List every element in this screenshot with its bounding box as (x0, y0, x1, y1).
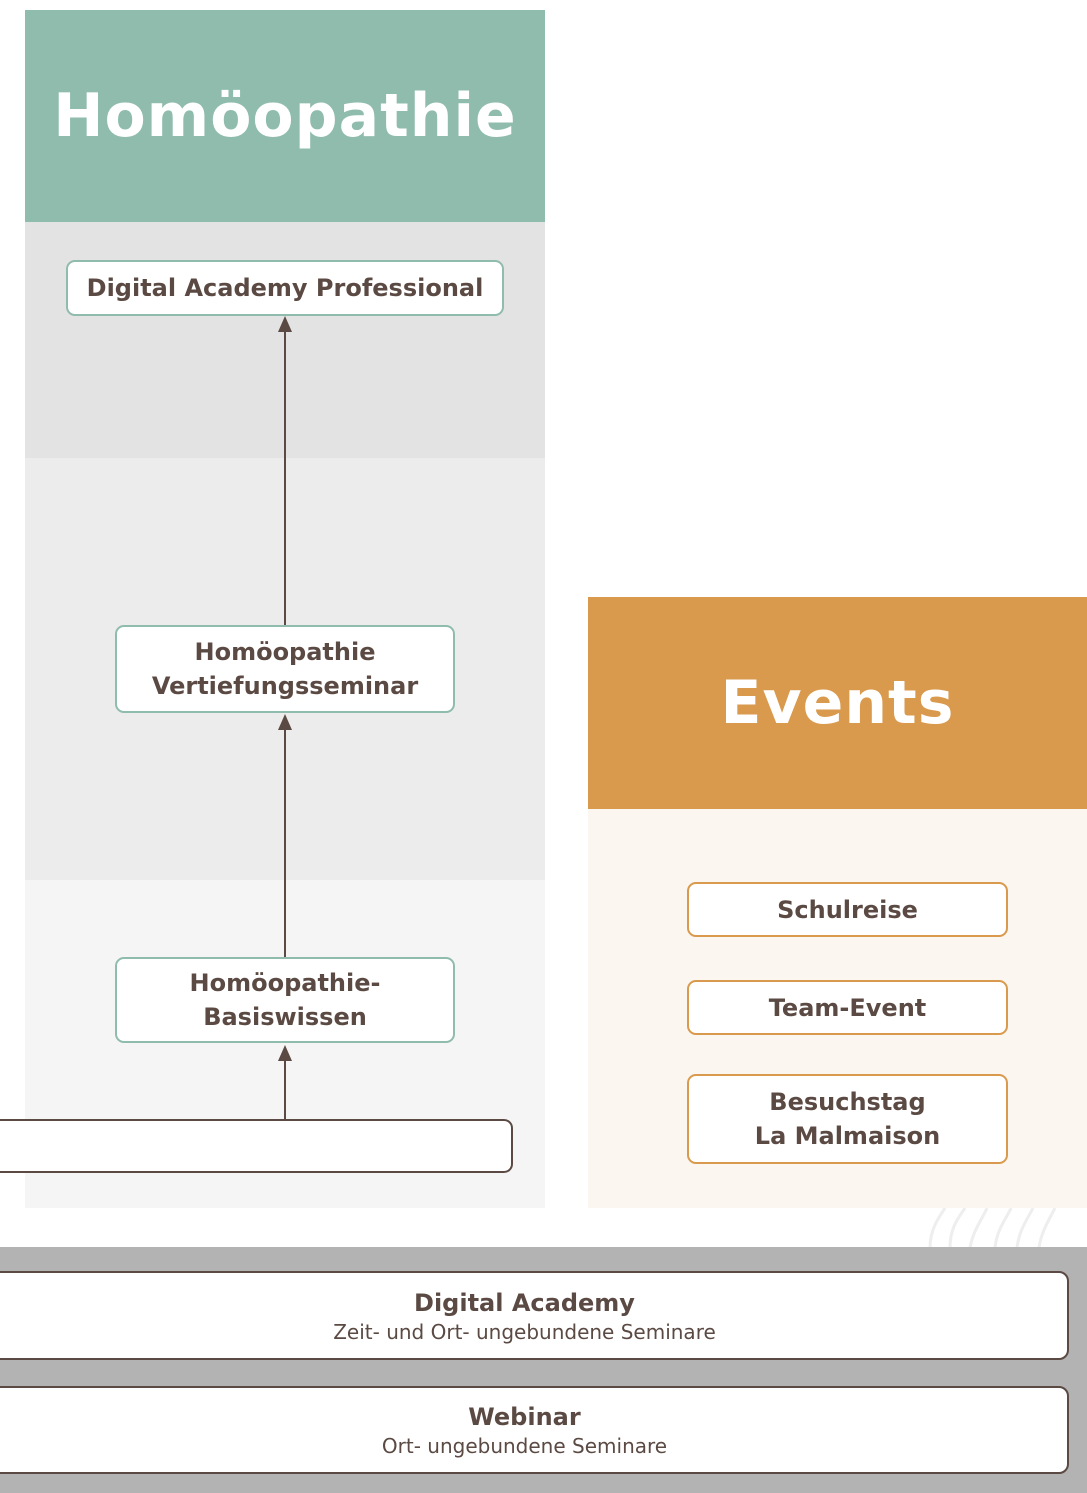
node-homoeopathie-basiswissen[interactable]: Homöopathie- Basiswissen (115, 957, 455, 1043)
node-besuchstag-la-malmaison[interactable]: Besuchstag La Malmaison (687, 1074, 1008, 1164)
node-label: Schulreise (777, 895, 918, 924)
node-label-line-1: Besuchstag (769, 1088, 926, 1116)
node-entry-empty[interactable] (0, 1119, 513, 1173)
homoeopathie-title: Homöopathie (53, 81, 517, 151)
node-digital-academy-professional[interactable]: Digital Academy Professional (66, 260, 504, 316)
node-team-event[interactable]: Team-Event (687, 980, 1008, 1035)
homoeopathie-header (25, 10, 545, 222)
bar-title: Digital Academy (414, 1288, 635, 1317)
events-title: Events (720, 668, 955, 738)
node-label-line-1: Homöopathie (194, 638, 376, 666)
bar-subtitle: Ort- ungebundene Seminare (381, 1434, 668, 1458)
events-header (588, 597, 1087, 809)
node-label-line-2: La Malmaison (754, 1122, 941, 1150)
bar-subtitle: Zeit- und Ort- ungebundene Seminare (333, 1319, 716, 1344)
digital-academy-bar[interactable]: Digital Academy Zeit- und Ort- ungebunde… (0, 1271, 1069, 1360)
homoeopathie-band-level-3 (25, 222, 545, 458)
decorative-watermark-icon (928, 1208, 1057, 1248)
node-label-line-2: Basiswissen (203, 1003, 367, 1031)
node-label-line-1: Homöopathie- (189, 969, 381, 997)
node-label-line-2: Vertiefungsseminar (151, 672, 419, 700)
node-homoeopathie-vertiefungsseminar[interactable]: Homöopathie Vertiefungsseminar (115, 625, 455, 713)
webinar-bar[interactable]: Webinar Ort- ungebundene Seminare (0, 1386, 1069, 1474)
node-schulreise[interactable]: Schulreise (687, 882, 1008, 937)
bar-title: Webinar (468, 1403, 581, 1431)
node-label: Team-Event (768, 993, 927, 1022)
node-label: Digital Academy Professional (86, 274, 484, 302)
